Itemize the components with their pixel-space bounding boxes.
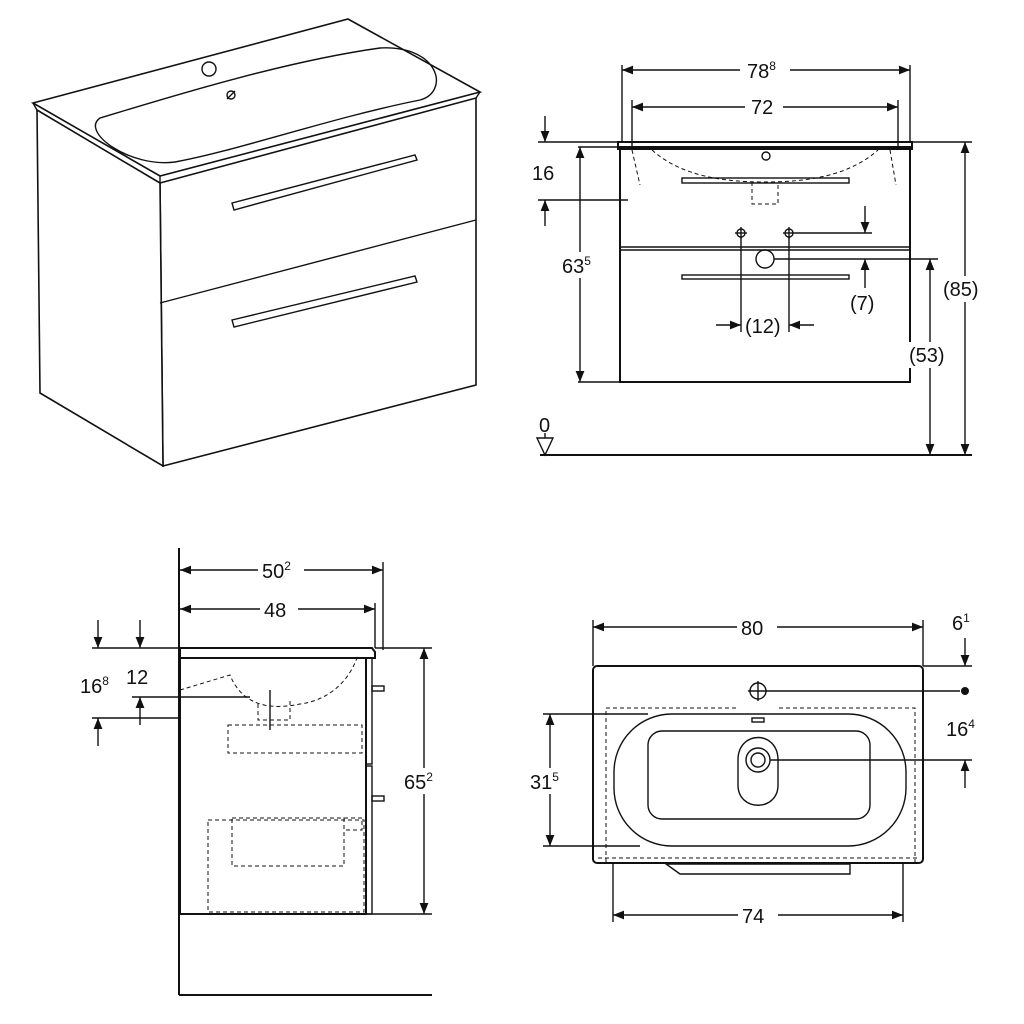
front-view: 788 72 16 635 (85) (53) (7) — [532, 58, 988, 457]
front-floor-label: 0 — [539, 415, 550, 437]
front-cabinet-height-label: 635 — [562, 254, 591, 278]
side-height-label: 652 — [404, 770, 433, 794]
side-total-depth-label: 502 — [262, 559, 291, 583]
front-cabinet — [619, 146, 911, 383]
side-body-depth-label: 48 — [264, 600, 286, 622]
top-basin-depth-label: 315 — [530, 770, 559, 794]
side-top-a-label: 168 — [80, 674, 109, 698]
front-inner-width-label: 72 — [751, 97, 773, 119]
front-drawer-height-label: (53) — [909, 345, 945, 367]
side-top-b-label: 12 — [126, 667, 148, 689]
top-cabinet-width-label: 74 — [742, 906, 764, 928]
front-top-thickness-label: 16 — [532, 163, 554, 185]
top-edge-offset-label: 61 — [952, 611, 970, 635]
front-overall-height-label: (85) — [943, 279, 979, 301]
side-view: 502 48 168 12 652 — [80, 548, 447, 996]
top-width-label: 80 — [741, 618, 763, 640]
front-trap-offset-label: (7) — [850, 293, 874, 315]
isometric-view — [30, 18, 483, 468]
front-width-label: 788 — [747, 59, 776, 83]
top-countertop — [592, 665, 924, 864]
front-pipe-spacing-label: (12) — [745, 316, 781, 338]
top-view: 80 61 164 315 74 — [528, 611, 975, 928]
top-tap-offset-label: 164 — [946, 717, 975, 741]
